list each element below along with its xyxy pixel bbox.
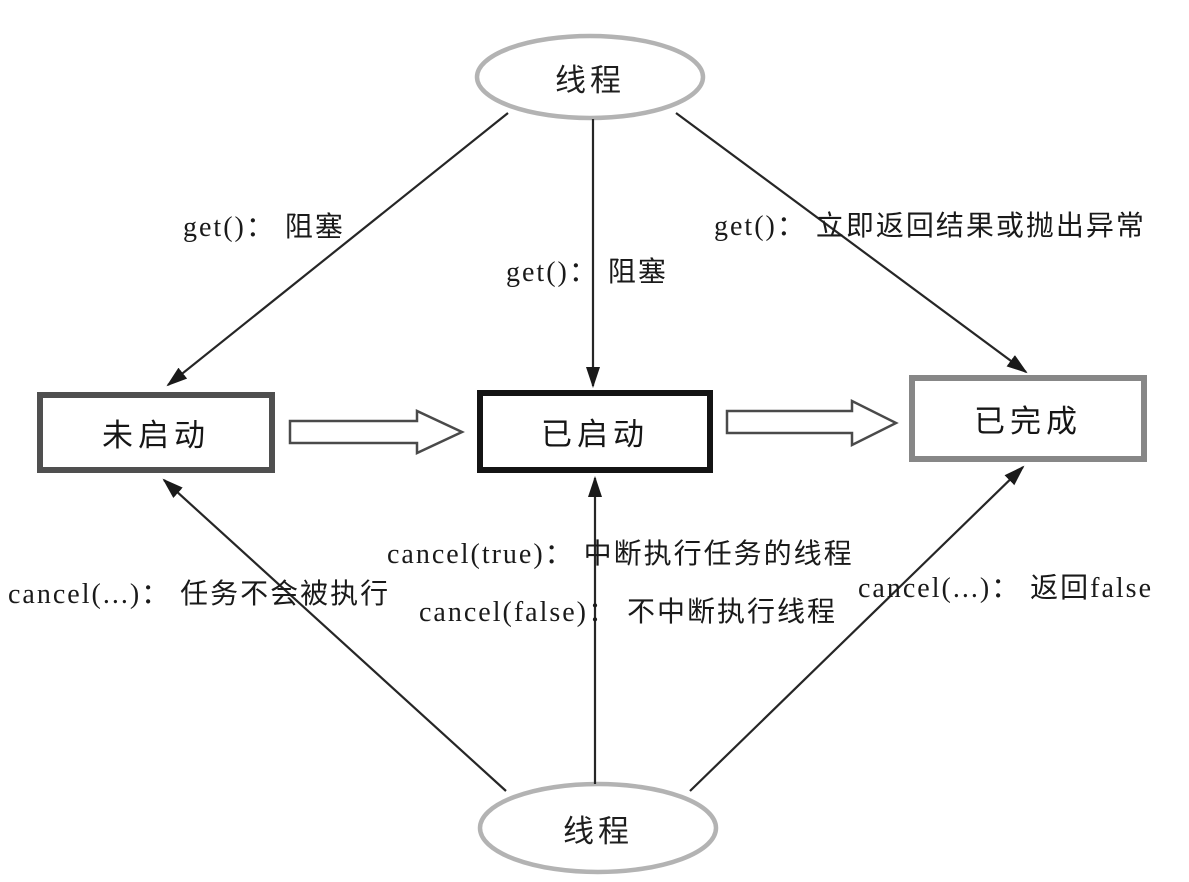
- state-completed-label: 已完成: [974, 404, 1082, 439]
- state-started: 已启动: [477, 390, 713, 473]
- state-completed: 已完成: [909, 375, 1147, 462]
- edge-label-get-not-started: get()： 阻塞: [183, 212, 345, 243]
- edge-get-to-completed: [675, 112, 1028, 374]
- edge-get-to-not-started: [166, 112, 509, 387]
- edge-label-cancel-completed: cancel(...)： 返回false: [858, 573, 1153, 604]
- edge-cancel-to-not-started: [162, 478, 507, 792]
- edge-label-cancel-false-started: cancel(false)： 不中断执行线程: [419, 597, 837, 628]
- top-thread-ellipse: [474, 33, 706, 121]
- edge-label-get-started: get()： 阻塞: [506, 257, 668, 288]
- block-arrow-not-started-to-started: [288, 409, 465, 455]
- edge-label-cancel-true-started: cancel(true)： 中断执行任务的线程: [387, 539, 854, 570]
- state-not-started-label: 未启动: [102, 418, 210, 453]
- state-started-label: 已启动: [541, 417, 649, 452]
- block-arrow-started-to-completed: [725, 398, 899, 448]
- edge-label-cancel-not-started: cancel(...)： 任务不会被执行: [8, 579, 391, 610]
- state-not-started: 未启动: [37, 392, 275, 473]
- edge-label-get-completed: get()： 立即返回结果或抛出异常: [714, 211, 1146, 242]
- edge-cancel-to-completed: [689, 465, 1025, 792]
- bottom-thread-ellipse: [477, 781, 719, 875]
